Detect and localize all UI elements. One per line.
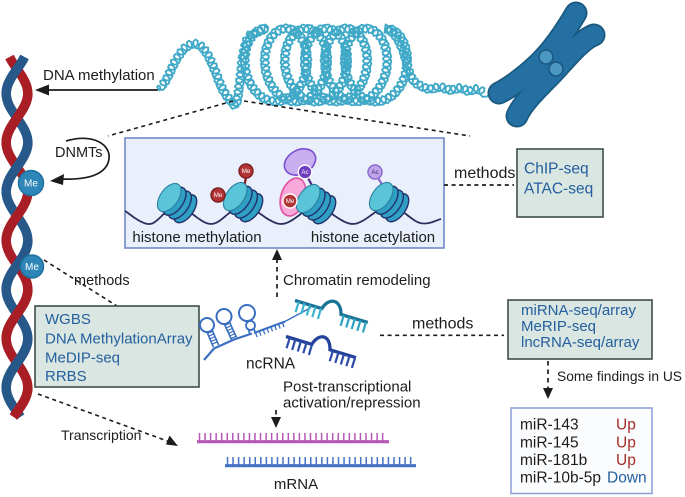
svg-text:DNA MethylationArray: DNA MethylationArray — [45, 331, 193, 348]
svg-text:miRNA-seq/array: miRNA-seq/array — [521, 302, 637, 319]
svg-text:miR-10b-5p: miR-10b-5p — [520, 470, 601, 487]
svg-text:miR-181b: miR-181b — [520, 452, 587, 469]
svg-text:Me: Me — [286, 198, 295, 205]
svg-text:Me: Me — [242, 168, 251, 175]
svg-text:ChIP-seq: ChIP-seq — [524, 161, 589, 178]
svg-text:methods: methods — [412, 316, 473, 333]
svg-text:MeRIP-seq: MeRIP-seq — [521, 318, 596, 335]
svg-text:Chromatin remodeling: Chromatin remodeling — [283, 272, 431, 289]
svg-text:Post-transcriptional: Post-transcriptional — [283, 379, 411, 396]
svg-text:methods: methods — [74, 273, 130, 289]
svg-text:Up: Up — [616, 417, 636, 434]
svg-text:miR-143: miR-143 — [520, 417, 579, 434]
svg-text:Up: Up — [616, 452, 636, 469]
svg-text:Up: Up — [616, 435, 636, 452]
svg-text:activation/repression: activation/repression — [283, 395, 421, 412]
svg-text:methods: methods — [454, 165, 515, 182]
svg-text:mRNA: mRNA — [274, 476, 318, 493]
svg-text:DNA methylation: DNA methylation — [43, 67, 155, 84]
svg-text:MeDIP-seq: MeDIP-seq — [45, 350, 120, 367]
svg-text:Transcription: Transcription — [61, 427, 141, 443]
svg-text:DNMTs: DNMTs — [55, 145, 103, 161]
svg-text:Down: Down — [607, 470, 647, 487]
svg-text:Ac: Ac — [371, 169, 378, 176]
svg-text:Ac: Ac — [301, 169, 308, 176]
svg-text:RRBS: RRBS — [45, 368, 87, 385]
svg-text:Me: Me — [25, 262, 39, 273]
svg-text:WGBS: WGBS — [45, 311, 91, 328]
svg-text:Some findings in US: Some findings in US — [557, 369, 682, 384]
svg-text:Me: Me — [24, 179, 38, 190]
svg-text:histone methylation: histone methylation — [132, 229, 261, 246]
svg-text:ATAC-seq: ATAC-seq — [524, 181, 593, 198]
svg-text:lncRNA-seq/array: lncRNA-seq/array — [521, 334, 640, 351]
svg-text:Me: Me — [214, 192, 223, 199]
svg-text:miR-145: miR-145 — [520, 435, 579, 452]
svg-text:ncRNA: ncRNA — [246, 356, 296, 373]
svg-text:histone acetylation: histone acetylation — [311, 229, 435, 246]
